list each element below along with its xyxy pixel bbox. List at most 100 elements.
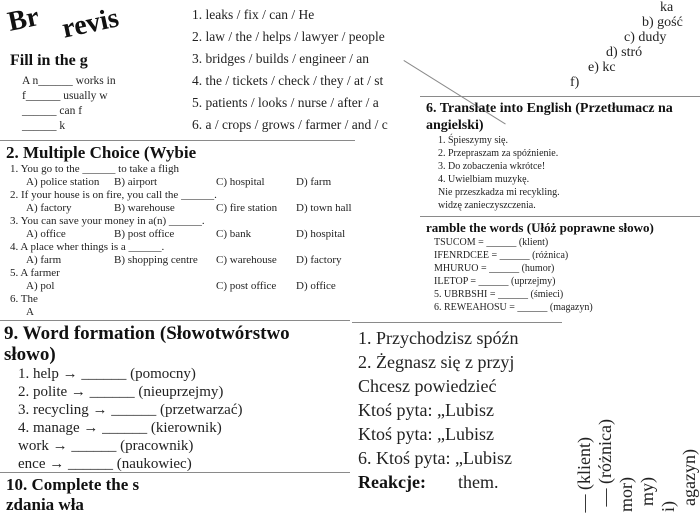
answer-option-d: D) office: [296, 280, 336, 292]
translate-sheet: 6. Translate into English (Przetłumacz n…: [426, 100, 696, 212]
answer-option-d: D) town hall: [296, 202, 352, 214]
matching-option: e) kc: [588, 60, 616, 75]
reaction-item: Ktoś pyta: „Lubisz: [358, 400, 494, 420]
matching-option: f): [570, 75, 580, 90]
question-text: 5. A farmer: [10, 267, 60, 279]
unscramble-item: ILETOP = ______ (uprzejmy): [434, 276, 556, 287]
unscramble-item: 5. UBRBSHI = ______ (śmieci): [434, 289, 564, 300]
translate-item: 1. Śpieszymy się.: [438, 135, 508, 146]
word-formation-heading-2: słowo): [4, 344, 56, 365]
question: 3. You can save your money in a(n) _____…: [10, 215, 356, 241]
answer-option-a: A) farm: [26, 254, 62, 266]
sentence-item: 5. patients / looks / nurse / after / a: [192, 95, 379, 110]
answer-option-c: C) post office: [216, 280, 277, 292]
vertical-word: agazyn): [679, 449, 699, 506]
sentence-item: 3. bridges / builds / engineer / an: [192, 51, 369, 66]
matching-option: c) dudy: [624, 30, 667, 45]
answer-option-c: C) hospital: [216, 176, 265, 188]
answer-option-b: B) airport: [114, 176, 158, 188]
vertical-word: — (klient): [574, 436, 594, 512]
answer-option-a: A) factory: [26, 202, 72, 214]
answer-option-a: A) office: [26, 228, 66, 240]
word-formation-heading: 9. Word formation (Słowotwórstwo: [4, 323, 290, 344]
sheet-edge: [0, 472, 350, 473]
sheet-edge: [420, 216, 700, 217]
answer-option-a: A) pol: [26, 280, 55, 292]
word-formation-item: 1. help → ______ (pomocny): [18, 366, 196, 382]
answer-option-b: B) shopping centre: [114, 254, 198, 266]
reactions-sheet: 1. Przychodzisz spóźn 2. Żegnasz się z pr…: [358, 326, 563, 494]
answer-option-d: D) factory: [296, 254, 342, 266]
fill-line: ______ k: [22, 120, 66, 132]
reaction-item: Ktoś pyta: „Lubisz: [358, 424, 494, 444]
reaction-item: 6. Ktoś pyta: „Lubisz: [358, 448, 512, 468]
translate-item: widzę zanieczyszczenia.: [438, 200, 536, 211]
translate-item: 2. Przepraszam za spóźnienie.: [438, 148, 559, 159]
sheet-edge: [0, 320, 350, 321]
question-text: 6. The: [10, 293, 38, 305]
reaction-item: Chcesz powiedzieć: [358, 376, 497, 396]
answer-option-c: C) warehouse: [216, 254, 277, 266]
question: 2. If your house is on fire, you call th…: [10, 189, 356, 215]
complete-sheet: 10. Complete the s zdania wła: [6, 475, 139, 515]
sentence-item: 4. the / tickets / check / they / at / s…: [192, 73, 384, 88]
reaction-item: 1. Przychodzisz spóźn: [358, 328, 519, 348]
word-formation-item: 3. recycling → ______ (przetwarzać): [18, 402, 243, 418]
unscramble-heading: ramble the words (Ułóż poprawne słowo): [426, 220, 654, 235]
vertical-word: my): [637, 477, 657, 506]
question-text: 1. You go to the ______ to take a fligh: [10, 163, 179, 175]
translate-item: 3. Do zobaczenia wkrótce!: [438, 161, 546, 172]
matching-option: b) gość: [642, 15, 683, 30]
word-formation-item: work → ______ (pracownik): [18, 438, 194, 454]
sentence-sheet: 1. leaks / fix / can / He 2. law / the / …: [192, 4, 388, 136]
unscramble-item: MHURUO = ______ (humor): [434, 263, 555, 274]
matching-option: ka: [660, 0, 674, 15]
answer-option-a: A: [26, 306, 34, 318]
word-formation-item: 2. polite → ______ (nieuprzejmy): [18, 384, 224, 400]
question-text: 2. If your house is on fire, you call th…: [10, 189, 217, 201]
question-text: 4. A place wher things is a ______.: [10, 241, 165, 253]
word-formation-sheet: 9. Word formation (Słowotwórstwo słowo) …: [4, 323, 349, 473]
sheet-edge: [0, 140, 355, 141]
answer-option-b: B) warehouse: [114, 202, 175, 214]
sentence-item: 2. law / the / helps / lawyer / people: [192, 29, 385, 44]
answer-option-b: B) post office: [114, 228, 175, 240]
unscramble-item: IFENRDCEE = ______ (różnica): [434, 250, 569, 261]
answer-option-d: D) farm: [296, 176, 332, 188]
sentence-item: 1. leaks / fix / can / He: [192, 7, 315, 22]
sheet-edge: [352, 322, 562, 323]
complete-heading: 10. Complete the s: [6, 475, 140, 494]
vertical-word: mor): [616, 477, 636, 512]
unscramble-item: TSUCOM = ______ (klient): [434, 237, 549, 248]
answer-option-c: C) fire station: [216, 202, 278, 214]
word-formation-item: ence → ______ (naukowiec): [18, 456, 192, 472]
answer-option-d: D) hospital: [296, 228, 346, 240]
sheet-edge: [420, 96, 700, 97]
reaction-item: 2. Żegnasz się z przyj: [358, 352, 515, 372]
sentence-item: 6. a / crops / grows / farmer / and / c: [192, 117, 388, 132]
fill-line: ______ can f: [22, 105, 83, 117]
translate-item: Nie przeszkadza mi recykling.: [438, 187, 560, 198]
reactions-partial: them.: [440, 472, 499, 492]
complete-heading-2: zdania wła: [6, 495, 84, 514]
answer-option-c: C) bank: [216, 228, 252, 240]
multiple-choice-sheet: 2. Multiple Choice (Wybie 1. You go to t…: [6, 143, 356, 319]
fill-line: f______ usually w: [22, 90, 108, 102]
word-formation-item: 4. manage → ______ (kierownik): [18, 420, 222, 436]
matching-option: d) stró: [606, 45, 643, 60]
answer-option-a: A) police station: [26, 176, 100, 188]
section-heading: 2. Multiple Choice (Wybie: [6, 143, 197, 162]
vertical-word: i): [658, 501, 678, 512]
question: 4. A place wher things is a ______.A) fa…: [10, 241, 356, 267]
translate-item: 4. Uwielbiam muzykę.: [438, 174, 530, 185]
question-text: 3. You can save your money in a(n) _____…: [10, 215, 205, 227]
reactions-heading: Reakcje:: [358, 472, 426, 492]
translate-heading: 6. Translate into English (Przetłumacz n…: [426, 101, 673, 133]
unscramble-words-sheet: ramble the words (Ułóż poprawne słowo) T…: [426, 220, 696, 314]
vertical-word: — (różnica): [595, 418, 615, 506]
